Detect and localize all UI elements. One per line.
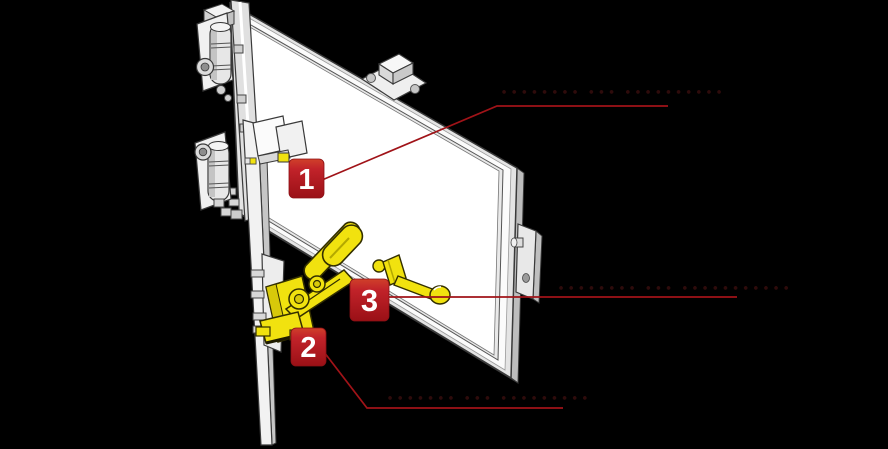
bracket-block-side <box>392 62 414 85</box>
door-stud <box>250 290 265 299</box>
latch-pin-tip <box>249 157 257 165</box>
hinge-barrel-shade <box>211 30 217 80</box>
clamp-foot-tip <box>255 326 271 337</box>
latch-unit <box>244 115 308 165</box>
toggle-clamp <box>255 221 364 345</box>
strip-hex-bolt <box>230 209 243 220</box>
bracket-hole <box>410 84 420 94</box>
door-stud <box>250 269 265 278</box>
door-stud <box>252 312 267 321</box>
clamp-pivot-small-center <box>312 279 322 289</box>
hinge-knob-center <box>198 147 208 157</box>
latch-keeper-bracket <box>510 223 543 304</box>
callout-3-badge: 3 <box>349 278 390 322</box>
latch-hook-bolt <box>372 254 451 305</box>
hook-ball-highlight <box>433 286 442 291</box>
hinge-barrel-shade <box>209 149 215 197</box>
callout-3-number: 3 <box>361 283 378 318</box>
callout-1-number: 1 <box>298 164 314 196</box>
keeper-plate <box>515 223 537 300</box>
keeper-hole <box>522 273 530 283</box>
latch-unit-step <box>275 120 308 160</box>
callout-1-badge: 1 <box>288 158 325 199</box>
strip-bolt <box>228 198 240 207</box>
clamp-handle-edge <box>329 237 350 259</box>
hinge-assembly-bottom <box>194 131 232 217</box>
hinge-assembly-top <box>195 12 234 102</box>
callout-2-badge: 2 <box>290 327 327 367</box>
hinge-knob-center <box>200 62 210 72</box>
callout-labels: ∙∙∙∙∙∙∙∙ ∙∙∙ ∙∙∙∙∙∙∙∙∙∙ ∙∙∙∙∙∙∙ ∙∙∙ ∙∙∙∙… <box>386 85 792 406</box>
hinge-cap <box>208 141 229 151</box>
keeper-stud-cap <box>510 237 518 248</box>
callout-2-label: ∙∙∙∙∙∙∙ ∙∙∙ ∙∙∙∙∙∙∙∙∙ <box>386 391 591 406</box>
strip-clip <box>236 94 247 104</box>
bracket-hole <box>366 73 376 83</box>
latch-yellow-tip <box>277 152 290 163</box>
leader-line-1 <box>321 105 668 181</box>
hinge-bolt <box>224 94 232 102</box>
hinge-hex-bolt <box>213 198 225 208</box>
hinge-hex-bolt <box>220 207 232 217</box>
callout-3-label: ∙∙∙∙∙∙∙∙ ∙∙∙ ∙∙∙∙∙∙∙∙∙∙∙ <box>557 281 792 296</box>
hook-ball-end <box>429 285 451 305</box>
clamp-pivot-large-center <box>293 293 305 305</box>
top-mount-bracket <box>360 53 428 101</box>
leader-line-2 <box>323 351 563 409</box>
callout-1-label: ∙∙∙∙∙∙∙∙ ∙∙∙ ∙∙∙∙∙∙∙∙∙∙ <box>500 85 725 100</box>
hinge-cap <box>210 22 231 32</box>
hook-hex-facet <box>387 259 396 284</box>
strip-clip <box>233 44 244 54</box>
hinge-bolt <box>216 85 226 95</box>
callout-2-number: 2 <box>300 332 316 364</box>
leader-lines <box>321 105 737 409</box>
